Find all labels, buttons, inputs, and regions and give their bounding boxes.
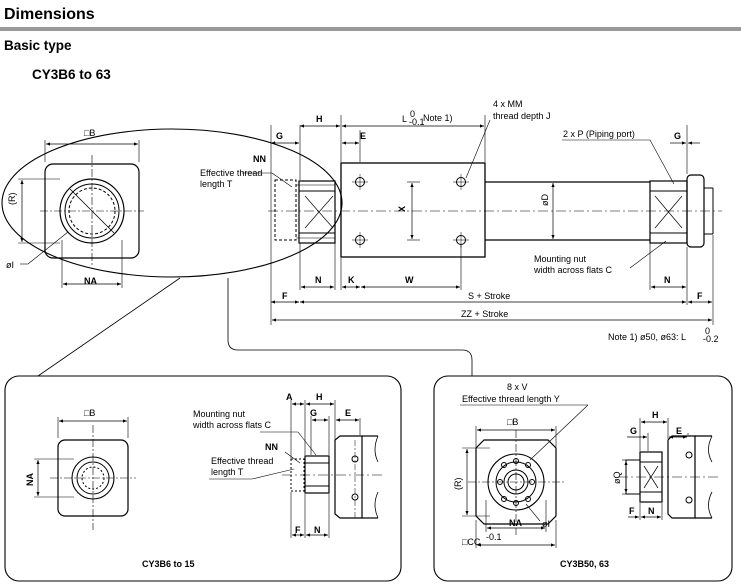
note-tolerance-lower: -0.2 (703, 334, 719, 344)
dim-l-tolerance: -0.1 (409, 117, 425, 127)
dim-zz-label: ZZ + Stroke (461, 309, 508, 319)
dim-l-tolerance-upper: 0 (410, 109, 415, 119)
dim-w-label: W (405, 275, 414, 285)
mounting-nut-label: Mounting nut (534, 254, 587, 264)
detail-caption-cy3b6-15: CY3B6 to 15 (142, 559, 195, 569)
detail-g-right-label: G (630, 426, 637, 436)
piping-port-label: 2 x P (Piping port) (563, 129, 635, 139)
dim-d-label: øD (540, 194, 550, 206)
main-labels: □B (R) øI NA NN Effective thread length … (6, 99, 719, 344)
dim-h-label: H (316, 114, 323, 124)
dim-f-right-label: F (697, 291, 703, 301)
dim-r-label: (R) (7, 193, 17, 206)
model-range-label: CY3B6 to 63 (32, 67, 111, 82)
detail-box-cy3b50-63 (433, 375, 733, 582)
detail-cc-label: □CC (462, 537, 481, 547)
detail-thread-length-label: length T (211, 467, 244, 477)
section-subtitle: Basic type (4, 38, 72, 53)
detail-na-right-label: NA (509, 518, 522, 528)
detail-h-label: H (316, 392, 323, 402)
detail-b-right-label: □B (507, 417, 518, 427)
dim-n-right-label: N (664, 275, 671, 285)
detail-h-right-label: H (652, 410, 659, 420)
dim-g-label: G (276, 131, 283, 141)
dim-nn-label: NN (253, 154, 266, 164)
detail-v-label: 8 x V (507, 382, 528, 392)
detail-nut-flats-label: width across flats C (192, 420, 272, 430)
note-label: Note 1) ø50, ø63: L (608, 332, 686, 342)
cylinder-side-view (268, 162, 722, 258)
detail-nn-label: NN (265, 442, 278, 452)
dim-n-label: N (315, 275, 322, 285)
page-title: Dimensions (4, 6, 95, 23)
left-detail-drawing (34, 400, 385, 538)
effective-thread-label: Effective thread (200, 168, 262, 178)
dim-na-label: NA (84, 276, 97, 286)
main-drawing (1, 115, 722, 377)
detail-e-label: E (345, 408, 351, 418)
detail-effective-thread-label: Effective thread (211, 456, 273, 466)
detail-q-label: øQ (612, 472, 622, 485)
detail-b-label: □B (84, 408, 95, 418)
dim-f-label: F (282, 291, 288, 301)
dim-b-label: □B (84, 128, 95, 138)
thread-depth-label: thread depth J (493, 111, 551, 121)
detail-f-label: F (295, 525, 301, 535)
detail-cc-tolerance: -0.1 (486, 532, 502, 542)
detail-a-label: A (286, 392, 293, 402)
mounting-thread-label: 4 x MM (493, 99, 523, 109)
note-tolerance-upper: 0 (705, 326, 710, 336)
detail-na-label: NA (25, 473, 35, 486)
right-detail-drawing (460, 404, 720, 548)
dim-l-note: Note 1) (423, 113, 453, 123)
nut-flats-label: width across flats C (533, 265, 613, 275)
detail-mounting-nut-label: Mounting nut (193, 409, 246, 419)
detail-box-cy3b6-15 (4, 375, 402, 582)
dim-l-label: L (402, 114, 407, 124)
dim-g-right-label: G (674, 131, 681, 141)
detail-n-right-label: N (648, 506, 655, 516)
left-detail-labels: □B NA A H G E Mounting nut width across … (25, 392, 351, 569)
end-view (18, 140, 144, 288)
detail-f-right-label: F (629, 506, 635, 516)
title-rule (0, 27, 741, 31)
detail-caption-cy3b50-63: CY3B50, 63 (560, 559, 609, 569)
detail-i-label: øI (542, 519, 550, 529)
thread-length-label: length T (200, 179, 233, 189)
dim-i-label: øI (6, 260, 14, 270)
right-detail-labels: 8 x V Effective thread length Y □B (R) N… (453, 382, 682, 569)
dim-e-label: E (360, 131, 366, 141)
detail-n-label: N (314, 525, 321, 535)
detail-e-right-label: E (676, 426, 682, 436)
dim-s-label: S + Stroke (468, 291, 510, 301)
dim-k-label: K (348, 275, 355, 285)
detail-effective-thread-y-label: Effective thread length Y (462, 394, 560, 404)
detail-r-label: (R) (453, 478, 463, 491)
detail-g-label: G (310, 408, 317, 418)
dim-x-label: X (397, 206, 407, 212)
